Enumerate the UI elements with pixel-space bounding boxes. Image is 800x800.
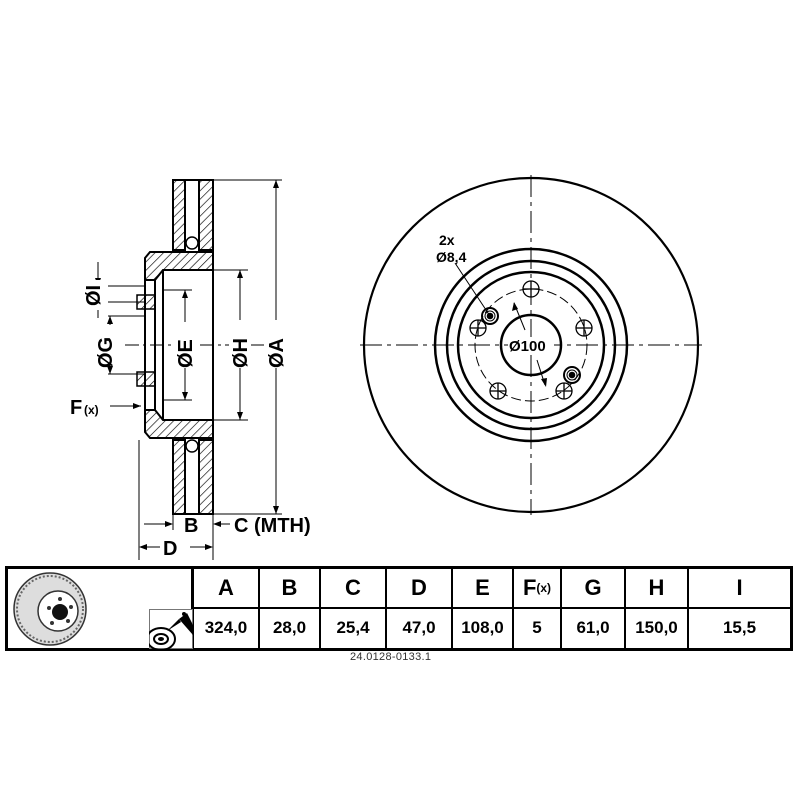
header-F: F(x) — [514, 569, 562, 609]
part-number: 24.0128-0133.1 — [350, 651, 432, 663]
value-F: 5 — [514, 608, 562, 648]
spec-table: A B C D E F(x) G H I 324,0 28,0 25,4 47,… — [5, 566, 793, 651]
front-view-labels: 2x Ø8,4 Ø100 — [436, 232, 554, 355]
label-dia-G: ØG — [95, 337, 117, 368]
brake-disc-icon — [13, 572, 87, 646]
label-dia-H: ØH — [230, 338, 252, 368]
header-E: E — [453, 569, 514, 609]
label-C-mth: C (MTH) — [234, 515, 311, 537]
spray-coating-icon — [149, 609, 193, 649]
value-H: 150,0 — [626, 608, 689, 648]
thumbnail-cell — [8, 569, 194, 649]
label-dia-A: ØA — [266, 338, 288, 368]
label-F-sub: (x) — [84, 403, 99, 417]
label-hole-dia: Ø8,4 — [436, 249, 467, 265]
front-view — [360, 175, 702, 515]
side-section-view — [95, 179, 282, 560]
value-I: 15,5 — [722, 618, 757, 638]
header-D: D — [387, 569, 453, 609]
header-G: G — [562, 569, 626, 609]
label-dia-I: ØI — [83, 285, 105, 306]
side-view-labels: ØI ØG ØE ØH ØA F (x) B C (MTH) D — [70, 280, 311, 560]
header-A: A — [194, 569, 260, 609]
header-I: I — [689, 569, 790, 609]
front-view-markers — [486, 302, 576, 387]
value-C: 25,4 — [321, 608, 387, 648]
header-C: C — [321, 569, 387, 609]
value-B: 28,0 — [260, 608, 321, 648]
label-F: F — [70, 397, 82, 419]
label-dia-E: ØE — [175, 339, 197, 368]
value-D: 47,0 — [387, 608, 453, 648]
spec-grid: A B C D E F(x) G H I 324,0 28,0 25,4 47,… — [194, 569, 790, 648]
value-G: 61,0 — [562, 608, 626, 648]
label-D: D — [163, 538, 177, 560]
value-A: 324,0 — [194, 608, 260, 648]
header-F-sub: (x) — [536, 580, 552, 595]
header-H: H — [626, 569, 689, 609]
value-E: 108,0 — [453, 608, 514, 648]
label-B: B — [184, 515, 198, 537]
label-hole-count: 2x — [439, 232, 455, 248]
header-B: B — [260, 569, 321, 609]
label-center-dia: Ø100 — [509, 338, 546, 355]
header-F-label: F — [522, 574, 537, 600]
